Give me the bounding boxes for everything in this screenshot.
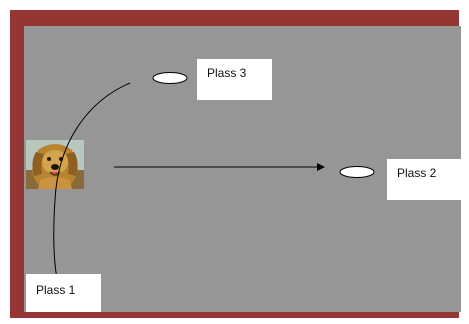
label-plass2: Plass 2 [397,166,437,180]
dog-image [26,140,84,189]
label-box-plass2: Plass 2 [387,159,462,200]
label-box-plass3: Plass 3 [197,59,272,100]
marker-plass2[interactable] [339,166,375,178]
label-plass3: Plass 3 [207,66,247,80]
label-box-plass1: Plass 1 [26,274,101,312]
label-plass1: Plass 1 [36,283,76,297]
marker-plass3[interactable] [152,72,188,84]
curved-path-line [53,82,131,285]
